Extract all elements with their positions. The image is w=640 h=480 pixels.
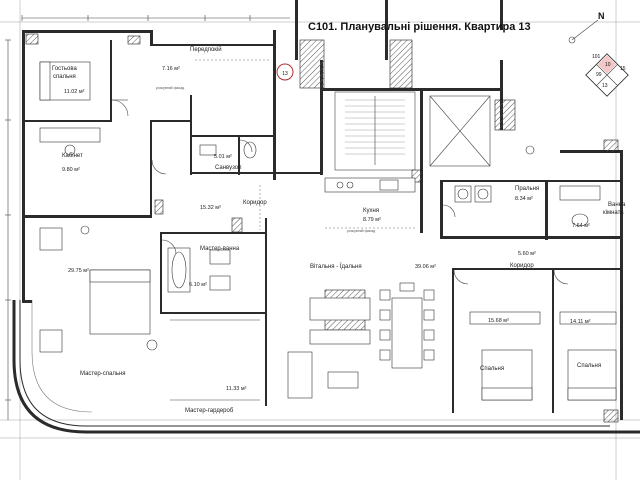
room-master-bedroom-name: Мастер-спальня xyxy=(80,371,126,377)
room-bathroom-top-area: 5.01 м² xyxy=(214,154,232,160)
key-plan xyxy=(585,53,629,97)
room-bathroom-right-name-b: кімната xyxy=(603,210,624,216)
room-laundry-name: Пральня xyxy=(515,186,539,192)
room-hallway-area: 7.16 м² xyxy=(162,66,180,72)
exterior-curved-wall xyxy=(12,300,640,434)
room-bathroom-right-area: 7.64 м² xyxy=(572,223,590,229)
room-corridor-top-name: Коридор xyxy=(243,200,267,206)
room-master-wardrobe-name: Мастер-гардероб xyxy=(185,408,234,414)
room-kitchen-area: 8.79 м² xyxy=(363,217,381,223)
room-bedroom-1-area: 15.68 м² xyxy=(488,318,509,324)
room-master-bedroom-area: 29.75 м² xyxy=(68,268,89,274)
stair-core xyxy=(334,91,491,171)
dimension-lines xyxy=(5,15,290,420)
sliding-facade-lines xyxy=(195,59,415,230)
compass: N xyxy=(568,11,605,44)
key-plan-label-15: 15 xyxy=(620,66,626,72)
room-bedroom-2-area: 14.11 м² xyxy=(570,319,591,325)
room-office-area: 9.80 м² xyxy=(62,167,80,173)
room-corridor-right-area: 5.60 м² xyxy=(518,251,536,257)
furniture xyxy=(39,61,617,401)
room-master-bath-area: 6.10 м² xyxy=(189,282,207,288)
plan-title: С101. Планувальні рішення. Квартира 13 xyxy=(308,21,531,33)
room-guest-bedroom-area: 11.02 м² xyxy=(64,89,85,95)
key-plan-label-99: 99 xyxy=(596,72,602,78)
room-master-bath-name: Мастер-ванна xyxy=(200,246,240,252)
key-plan-label-101: 101 xyxy=(592,54,601,60)
room-bedroom-1-name: Спальня xyxy=(480,366,504,372)
room-living-area: 39.06 м² xyxy=(415,264,436,270)
key-plan-label-13: 13 xyxy=(602,83,608,89)
room-bedroom-2-name: Спальня xyxy=(577,363,601,369)
room-bathroom-top-name: Санвузол xyxy=(215,165,242,171)
note-facade: розсувний фасад xyxy=(156,86,184,90)
doors xyxy=(111,99,569,285)
walls xyxy=(22,0,623,420)
room-corridor-top-area: 15.32 м² xyxy=(200,205,221,211)
room-guest-bedroom-name-b: спальня xyxy=(53,74,76,80)
room-corridor-right-name: Коридор xyxy=(510,263,534,269)
room-hallway-name: Передпокій xyxy=(190,46,222,53)
apartment-badge-label: 13 xyxy=(282,71,288,77)
apartment-badge: 13 xyxy=(276,63,294,81)
room-kitchen-name: Кухня xyxy=(363,208,379,214)
note-corridor: розсувний фасад xyxy=(347,229,375,233)
room-living-name: Вітальня - Їдальня xyxy=(310,263,362,270)
key-plan-label-10: 10 xyxy=(605,62,611,68)
room-office-name: Кабінет xyxy=(62,153,83,159)
room-laundry-area: 8.34 м² xyxy=(515,196,533,202)
room-labels: Гостьова спальня 11.02 м² Передпокій 7.1… xyxy=(52,46,626,414)
room-guest-bedroom-name-a: Гостьова xyxy=(52,66,78,72)
room-master-wardrobe-area: 11.33 м² xyxy=(226,386,247,392)
room-bathroom-right-name-a: Ванна xyxy=(608,202,626,208)
north-label: N xyxy=(598,11,605,21)
